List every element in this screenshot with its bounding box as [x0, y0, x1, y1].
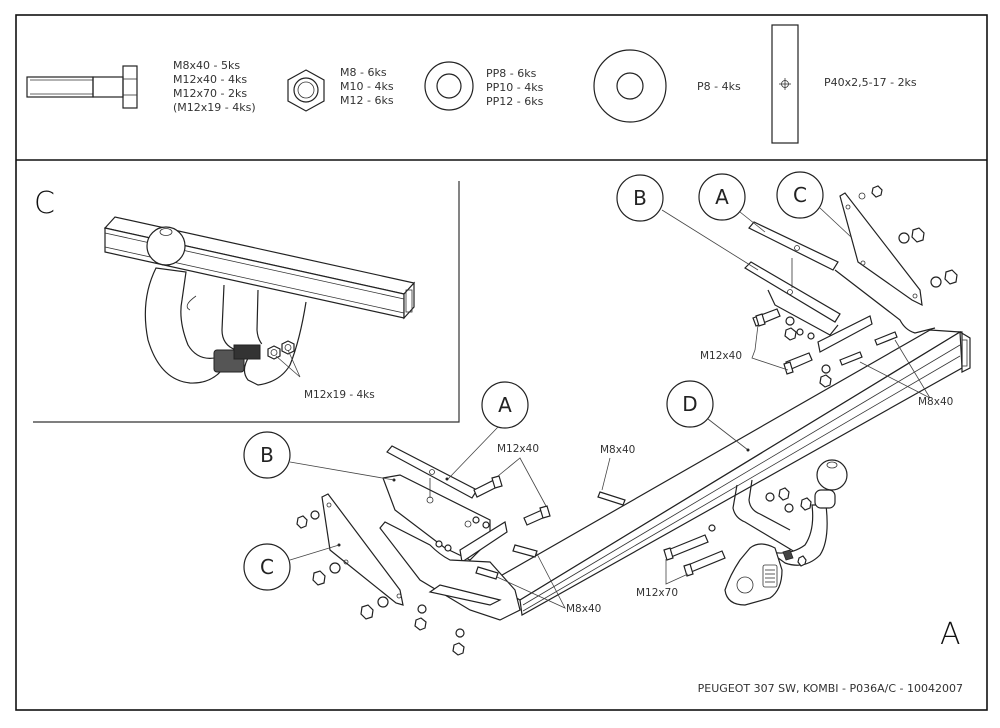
title-block: PEUGEOT 307 SW, KOMBI - P036A/C - 100420… — [698, 682, 963, 695]
label-m8x40-mid: M8x40 — [600, 444, 635, 456]
nut-qty-line: M8 - 6ks — [340, 66, 387, 79]
nut-qty-line: M12 - 6ks — [340, 94, 394, 107]
washer-icon — [424, 61, 474, 111]
svg-text:A: A — [498, 393, 512, 417]
svg-text:A: A — [715, 185, 729, 209]
callout-c-right — [776, 171, 824, 219]
plate-qty: P40x2,5-17 - 2ks — [824, 76, 917, 89]
svg-text:B: B — [260, 443, 274, 467]
callouts-left: A B C — [243, 381, 529, 591]
callout-b-right — [616, 174, 664, 222]
left-m12x40-bolts — [473, 475, 551, 526]
label-m12x70: M12x70 — [636, 587, 678, 599]
bolt-qty-line: M12x40 - 4ks — [173, 73, 247, 86]
right-m12x40-bolts — [752, 308, 813, 375]
bolt-qty-line: M12x70 - 2ks — [173, 87, 247, 100]
main-view-a: M12x40 M8x40 B A C D — [243, 171, 971, 656]
svg-text:D: D — [682, 392, 697, 416]
m12x70-bolts — [663, 534, 726, 585]
label-m12x40-left: M12x40 — [497, 443, 539, 455]
right-bracket-assembly: M12x40 M8x40 — [700, 185, 958, 408]
drawing-frame — [15, 14, 988, 711]
bolt-qty-line: M8x40 - 5ks — [173, 59, 240, 72]
inset-frame — [33, 181, 460, 423]
left-hardware — [296, 510, 490, 656]
left-m8x40-bolts — [475, 491, 626, 580]
callouts-right: B A C — [616, 171, 852, 271]
label-m8x40-left: M8x40 — [566, 603, 601, 615]
inset-bolt-label: M12x19 - 4ks — [304, 389, 375, 401]
washer-qty-line: PP12 - 6ks — [486, 95, 544, 108]
nut-icon — [287, 69, 325, 112]
right-hardware — [784, 185, 958, 388]
plate-icon — [771, 24, 799, 144]
left-bracket-assembly: M12x40 M8x40 M8x40 — [296, 443, 635, 656]
washer-qty-line: PP10 - 4ks — [486, 81, 544, 94]
callout-c-left — [243, 543, 291, 591]
washer-quantities: PP8 - 6ks PP10 - 4ks PP12 - 6ks — [486, 67, 544, 108]
main-view-letter: A — [940, 617, 961, 652]
inset-socket — [213, 344, 261, 373]
crossbeam — [488, 329, 971, 616]
callout-b-left — [243, 431, 291, 479]
large-washer-icon — [593, 49, 667, 123]
plate-a-right — [748, 221, 839, 271]
nut-qty-line: M10 - 4ks — [340, 80, 394, 93]
callout-a-left — [481, 381, 529, 429]
svg-text:B: B — [633, 186, 647, 210]
inset-bolts — [267, 340, 295, 360]
right-m8x40-bolts — [839, 331, 898, 366]
bolt-qty-line: (M12x19 - 4ks) — [173, 101, 256, 114]
inset-tow-ball — [144, 226, 226, 384]
nut-quantities: M8 - 6ks M10 - 4ks M12 - 6ks — [340, 66, 394, 107]
inset-view-c: C — [33, 181, 460, 423]
washer-qty-line: PP8 - 6ks — [486, 67, 537, 80]
label-m12x40-right: M12x40 — [700, 350, 742, 362]
label-m8x40-right: M8x40 — [918, 396, 953, 408]
svg-text:C: C — [260, 555, 274, 579]
inset-view-letter: C — [34, 186, 55, 221]
callout-a-right — [698, 173, 746, 221]
large-washer-qty: P8 - 4ks — [697, 80, 741, 93]
plate-c-right — [839, 192, 923, 307]
main-tow-ball — [708, 459, 848, 606]
svg-text:C: C — [793, 183, 807, 207]
plate-c-left — [321, 493, 404, 606]
parts-list: M8x40 - 5ks M12x40 - 4ks M12x70 - 2ks (M… — [26, 24, 917, 144]
callout-d: D — [666, 380, 750, 452]
bolt-icon — [26, 65, 138, 109]
inset-bolt-leader — [275, 349, 301, 378]
bolt-quantities: M8x40 - 5ks M12x40 - 4ks M12x70 - 2ks (M… — [173, 59, 256, 114]
